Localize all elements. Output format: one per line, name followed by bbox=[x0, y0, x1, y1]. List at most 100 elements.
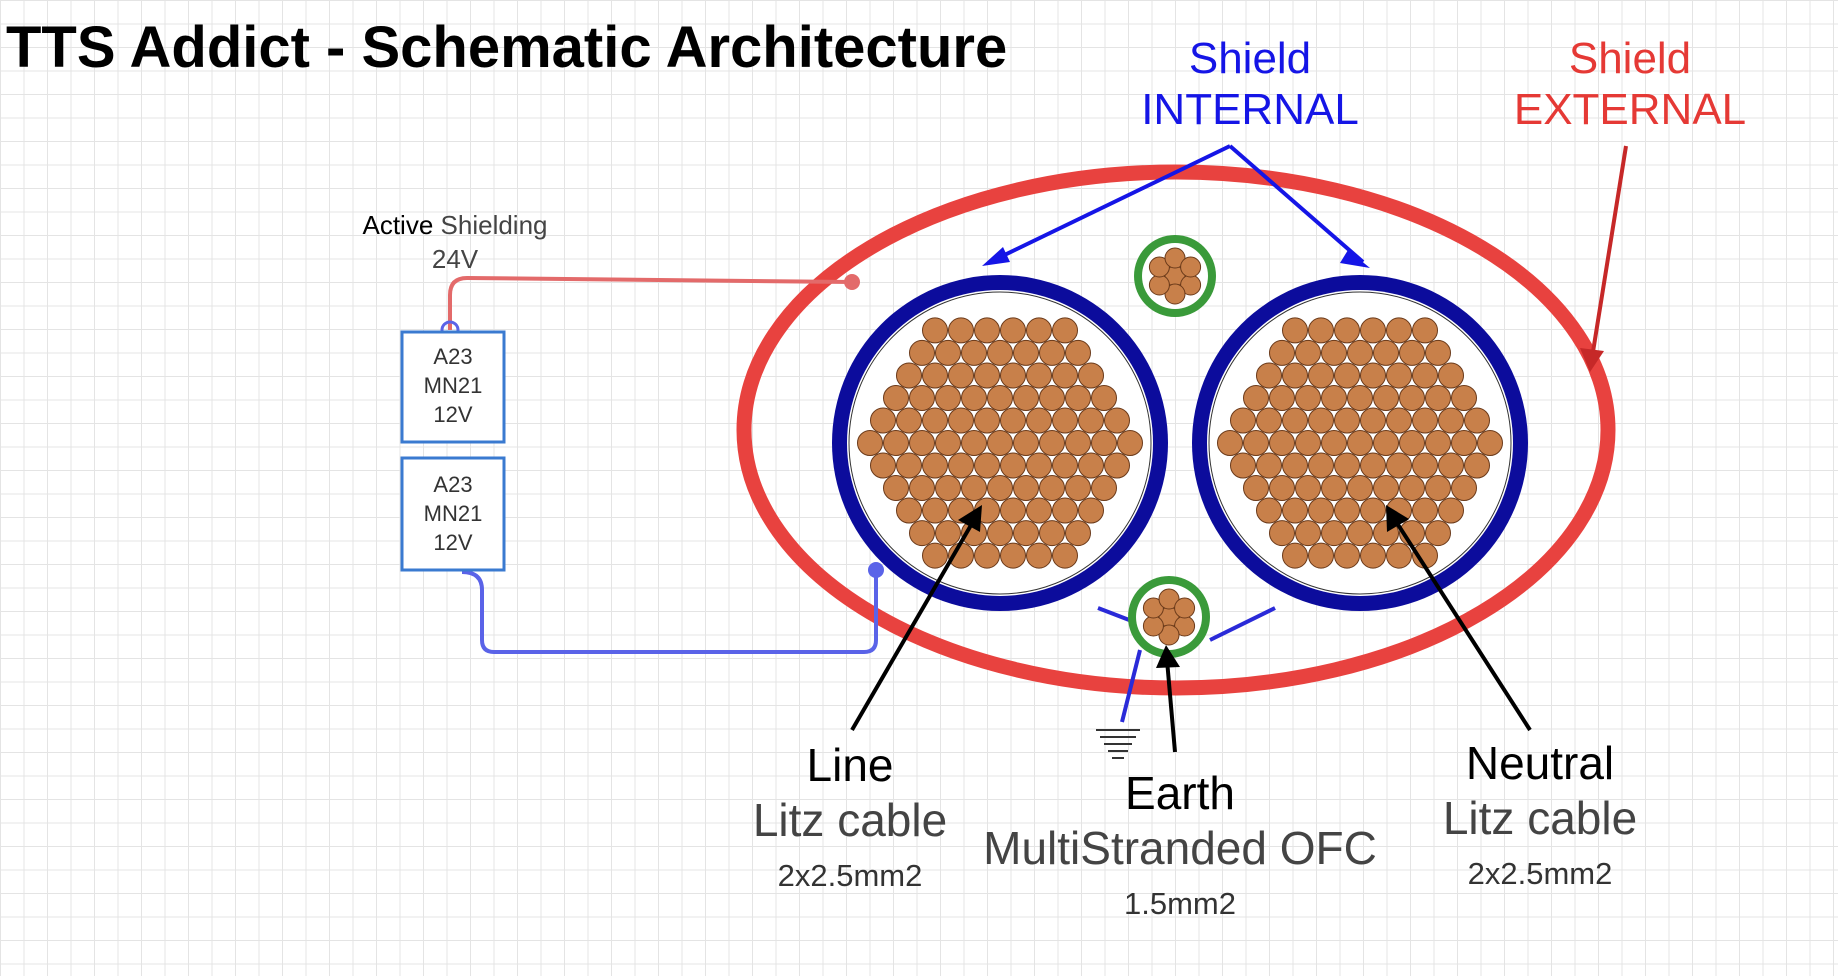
shield-internal-line2: INTERNAL bbox=[1141, 84, 1359, 134]
line-type: Litz cable bbox=[752, 794, 948, 847]
conductor-strand bbox=[1142, 615, 1164, 637]
conductor-strand bbox=[1269, 475, 1295, 501]
conductor-strand bbox=[1158, 624, 1180, 646]
conductor-strand bbox=[1078, 452, 1104, 479]
conductor-strand bbox=[922, 497, 948, 524]
conductor-strand bbox=[1347, 385, 1373, 411]
conductor-strand bbox=[974, 407, 1000, 434]
conductor-strand bbox=[1386, 407, 1412, 434]
conductor-strand bbox=[1013, 520, 1039, 547]
conductor-strand bbox=[1425, 430, 1451, 456]
conductor-strand bbox=[1091, 430, 1117, 456]
conductor-strand bbox=[1117, 430, 1143, 456]
neutral-arrowhead bbox=[1386, 505, 1409, 532]
conductor-strand bbox=[1412, 497, 1438, 524]
conductor-strand bbox=[1464, 407, 1490, 434]
conductor-strand bbox=[1386, 542, 1412, 569]
conductor-strand bbox=[909, 475, 935, 501]
ground-wire-right bbox=[1209, 606, 1276, 642]
conductor-strand bbox=[883, 430, 909, 456]
conductor-strand bbox=[1360, 317, 1386, 344]
conductor-strand bbox=[1282, 497, 1308, 524]
active-shielding-label: Active Shielding 24V bbox=[330, 208, 580, 276]
conductor-strand bbox=[974, 362, 1000, 389]
conductor-strand bbox=[1013, 339, 1039, 366]
shield-external-line1: Shield bbox=[1568, 34, 1692, 83]
conductor-strand bbox=[1052, 497, 1078, 524]
conductor-strand bbox=[1373, 385, 1399, 411]
conductor-strand bbox=[922, 317, 948, 344]
battery-2-code: MN21 bbox=[423, 501, 483, 526]
conductor-strand bbox=[1164, 247, 1186, 269]
conductor-strand bbox=[1360, 497, 1386, 524]
conductor-strand bbox=[909, 520, 935, 547]
conductor-strand bbox=[1308, 407, 1334, 434]
conductor-strand bbox=[1217, 430, 1243, 456]
conductor-strand bbox=[1477, 430, 1503, 456]
conductor-strand bbox=[1026, 452, 1052, 479]
conductor-strand bbox=[1451, 430, 1477, 456]
conductor-strand bbox=[1065, 520, 1091, 547]
conductor-strand bbox=[1013, 385, 1039, 411]
conductor-strand bbox=[1321, 339, 1347, 366]
conductor-strand bbox=[1243, 430, 1269, 456]
conductor-strand bbox=[1269, 520, 1295, 547]
conductor-strand bbox=[1373, 475, 1399, 501]
conductor-strand bbox=[1360, 452, 1386, 479]
conductor-strand bbox=[909, 430, 935, 456]
earth-cable bbox=[1128, 576, 1210, 658]
conductor-strand bbox=[935, 475, 961, 501]
conductor-strand bbox=[1000, 362, 1026, 389]
conductor-strand bbox=[909, 339, 935, 366]
conductor-strand bbox=[922, 407, 948, 434]
external-arrowhead bbox=[1580, 348, 1604, 372]
conductor-strand bbox=[1347, 430, 1373, 456]
positive-wire bbox=[448, 275, 853, 330]
conductor-strand bbox=[1295, 520, 1321, 547]
negative-wire bbox=[461, 570, 878, 654]
conductor-strand bbox=[1013, 430, 1039, 456]
conductor-strand bbox=[961, 385, 987, 411]
conductor-strand bbox=[948, 317, 974, 344]
conductor-strand bbox=[1399, 475, 1425, 501]
conductor-strand bbox=[1347, 475, 1373, 501]
conductor-strand bbox=[935, 430, 961, 456]
conductor-strand bbox=[1451, 385, 1477, 411]
line-arrowhead bbox=[958, 505, 982, 532]
conductor-strand bbox=[1000, 452, 1026, 479]
conductor-strand bbox=[1164, 283, 1186, 305]
conductor-strand bbox=[1425, 385, 1451, 411]
conductor-strand bbox=[948, 362, 974, 389]
conductor-strand bbox=[1078, 362, 1104, 389]
conductor-strand bbox=[1158, 588, 1180, 610]
battery-1-model: A23 bbox=[433, 344, 473, 369]
conductor-strand bbox=[1039, 520, 1065, 547]
conductor-strand bbox=[1438, 362, 1464, 389]
conductor-strand bbox=[1148, 256, 1170, 278]
conductor-strand bbox=[922, 542, 948, 569]
conductor-strand bbox=[1308, 497, 1334, 524]
conductor-strand bbox=[909, 385, 935, 411]
conductor-strand bbox=[1052, 542, 1078, 569]
conductor-strand bbox=[987, 475, 1013, 501]
line-label: Line Litz cable 2x2.5mm2 bbox=[700, 738, 1000, 894]
conductor-strand bbox=[1243, 385, 1269, 411]
neutral-spec: 2x2.5mm2 bbox=[1467, 856, 1613, 892]
conductor-strand bbox=[1321, 430, 1347, 456]
ground-wire-down bbox=[1120, 649, 1142, 723]
earth-name: Earth bbox=[1125, 767, 1235, 819]
conductor-strand bbox=[1000, 497, 1026, 524]
conductor-strand bbox=[1282, 452, 1308, 479]
conductor-strand bbox=[1464, 452, 1490, 479]
conductor-strand bbox=[1451, 475, 1477, 501]
top-small-cable bbox=[1134, 235, 1216, 317]
conductor-strand bbox=[922, 452, 948, 479]
conductor-strand bbox=[1282, 317, 1308, 344]
conductor-strand bbox=[1091, 475, 1117, 501]
conductor-strand bbox=[1412, 407, 1438, 434]
battery-1-code: MN21 bbox=[423, 373, 483, 398]
conductor-strand bbox=[961, 475, 987, 501]
conductor-strand bbox=[1412, 317, 1438, 344]
conductor-strand bbox=[1360, 362, 1386, 389]
